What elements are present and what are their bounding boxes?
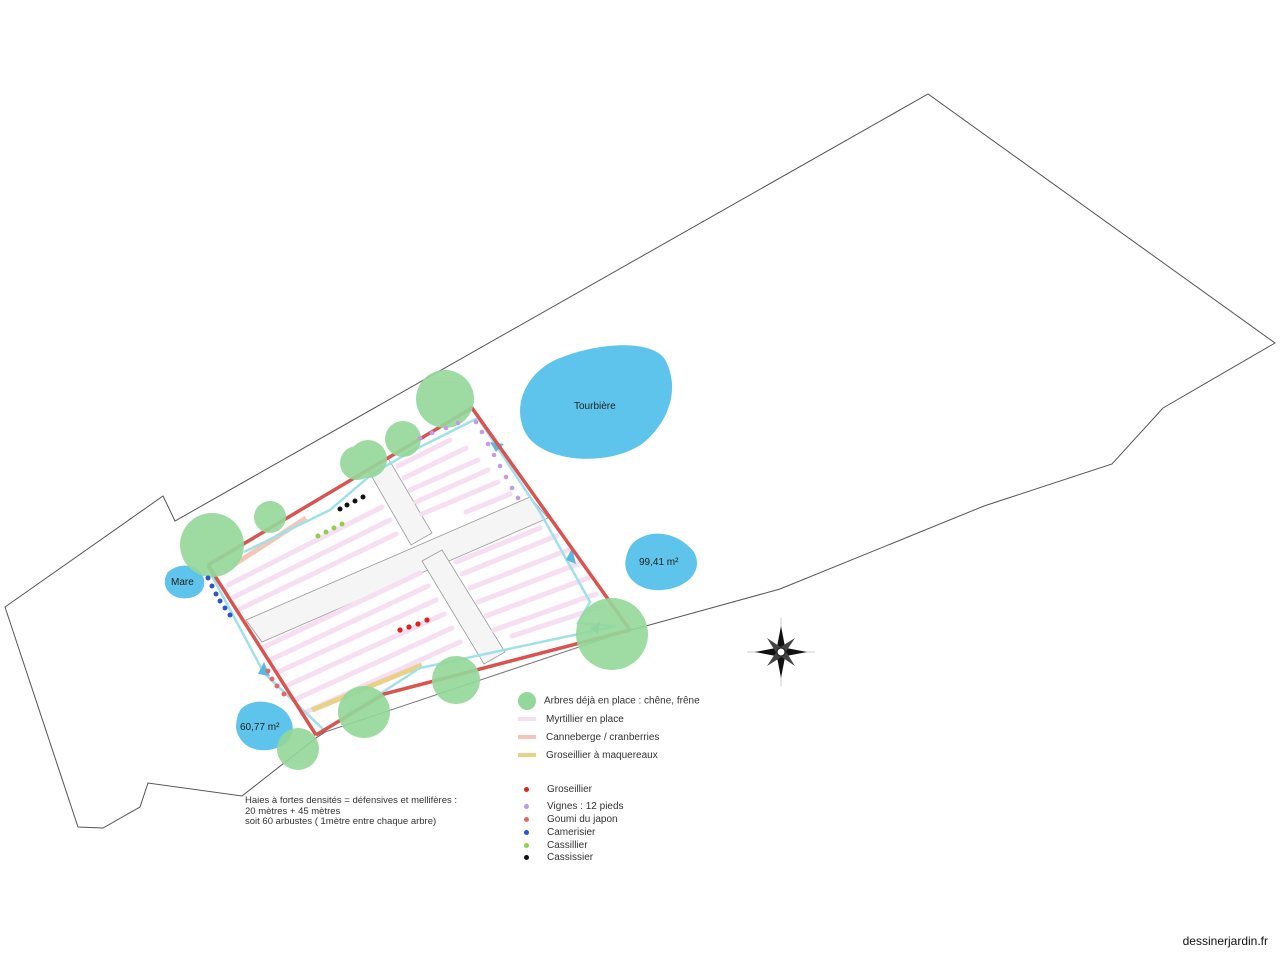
legend-dot-cassillier: Cassillier <box>524 840 588 851</box>
goumi-dots <box>265 668 287 697</box>
watermark[interactable]: dessinerjardin.fr <box>1182 934 1268 948</box>
tree-circle-icon <box>518 692 536 710</box>
camerisier-dots <box>205 575 233 618</box>
dot-icon <box>524 816 529 822</box>
cross-path-lower <box>421 549 506 665</box>
property-boundary <box>4 93 1276 829</box>
legend-dot-vignes: Vignes : 12 pieds <box>524 801 624 812</box>
stripe-icon <box>518 753 536 758</box>
tourbiere-label: Tourbière <box>574 401 616 412</box>
stripe-icon <box>518 735 536 740</box>
compass-rose-icon <box>747 618 815 686</box>
mare-label: Mare <box>171 577 194 588</box>
legend-item-arbres: Arbres déjà en place : chêne, frêne <box>518 692 700 710</box>
legend-dot-cassissier: Cassissier <box>524 852 593 863</box>
vigne-dots <box>417 419 521 501</box>
hedge-note-line: 20 mètres + 45 mètres <box>245 805 341 817</box>
cassissier-dots <box>337 494 366 512</box>
pond-right <box>625 533 698 591</box>
cassillier-dots <box>315 521 345 539</box>
legend-item-myrtillier: Myrtillier en place <box>518 714 624 725</box>
hedge-note-line: soit 60 arbustes ( 1mètre entre chaque a… <box>245 816 437 827</box>
legend-item-canneberge: Canneberge / cranberries <box>518 732 659 743</box>
dot-icon <box>524 829 529 835</box>
groseillier-dots <box>397 617 430 633</box>
pond-bottom-area-label: 60,77 m² <box>240 722 280 733</box>
pond-right-area-label: 99,41 m² <box>639 557 679 568</box>
mare-pond <box>164 565 205 599</box>
cranberry-band <box>230 515 308 569</box>
dot-icon <box>524 803 529 809</box>
legend-dot-groseillier: Groseillier <box>524 784 592 795</box>
tourbiere-pond <box>520 345 673 459</box>
pond-bottom <box>236 701 293 751</box>
cross-path-horizontal <box>245 496 549 643</box>
legend-dot-goumi: Goumi du japon <box>524 814 618 825</box>
hedge-note: Haies à fortes densités = défensives et … <box>245 795 458 828</box>
hedge-note-line: Haies à fortes densités = défensives et … <box>245 795 458 806</box>
dot-icon <box>524 786 529 792</box>
legend-item-groseillier-maquereaux: Groseillier à maquereaux <box>518 750 658 761</box>
blueberry-rows <box>225 437 607 717</box>
stripe-icon <box>518 717 536 722</box>
existing-trees <box>180 370 648 770</box>
dot-icon <box>524 854 529 860</box>
legend-dot-camerisier: Camerisier <box>524 827 595 838</box>
dot-icon <box>524 842 529 848</box>
